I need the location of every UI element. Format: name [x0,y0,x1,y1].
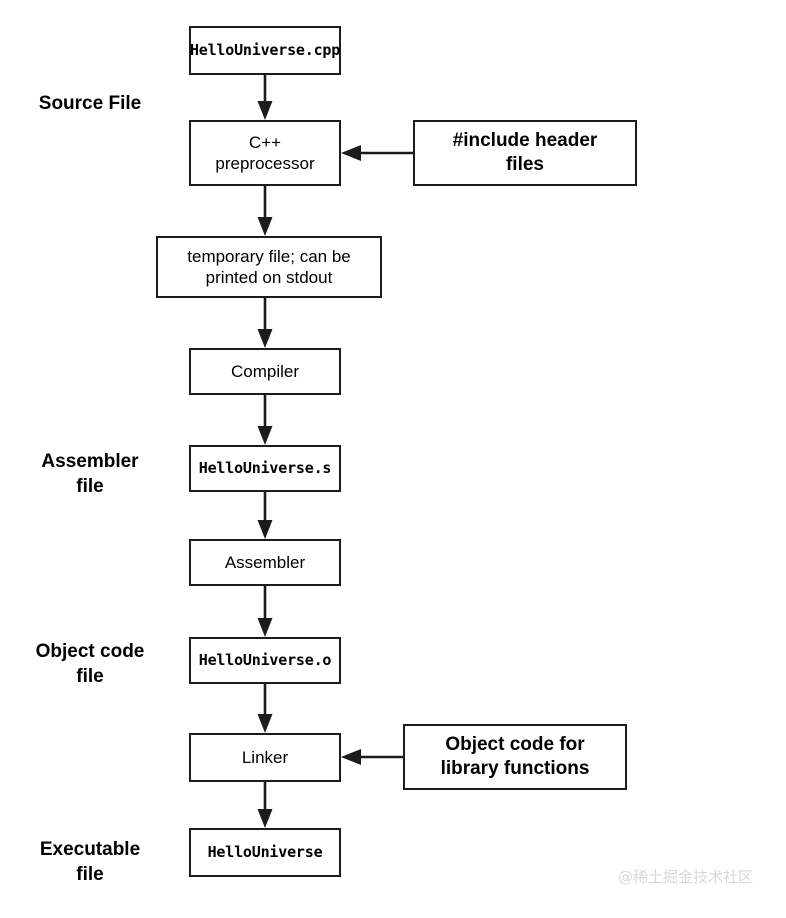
node-temporary-file-label: temporary file; can be printed on stdout [187,246,351,287]
node-linker-label: Linker [241,747,289,767]
node-hellouniverse-o[interactable]: HelloUniverse.o [189,637,341,684]
node-hellouniverse-exe[interactable]: HelloUniverse [189,828,341,877]
node-compiler-label: Compiler [230,361,300,381]
node-hellouniverse-s[interactable]: HelloUniverse.s [189,445,341,492]
node-include-header-files-label: #include header files [452,130,598,175]
stage-label-object-code-file: Object code file [35,641,145,687]
watermark-text: @稀土掘金技术社区 [618,868,754,886]
node-object-code-library-label: Object code for library functions [440,734,590,779]
node-object-code-library[interactable]: Object code for library functions [403,724,627,790]
node-temporary-file[interactable]: temporary file; can be printed on stdout [156,236,382,298]
node-hellouniverse-o-label: HelloUniverse.o [198,651,332,670]
node-include-header-files[interactable]: #include header files [413,120,637,186]
node-cpp-preprocessor[interactable]: C++ preprocessor [189,120,341,186]
stage-label-source-file: Source File [38,93,142,114]
node-hellouniverse-s-label: HelloUniverse.s [198,459,332,478]
node-hellouniverse-cpp[interactable]: HelloUniverse.cpp [189,26,341,75]
node-cpp-preprocessor-label: C++ preprocessor [215,132,315,173]
node-assembler[interactable]: Assembler [189,539,341,586]
node-hellouniverse-cpp-label: HelloUniverse.cpp [189,41,341,60]
node-compiler[interactable]: Compiler [189,348,341,395]
stage-label-assembler-file: Assembler file [41,451,139,497]
node-hellouniverse-exe-label: HelloUniverse [207,843,323,862]
stage-label-executable-file: Executable file [39,839,141,885]
node-assembler-label: Assembler [224,552,306,572]
node-linker[interactable]: Linker [189,733,341,782]
